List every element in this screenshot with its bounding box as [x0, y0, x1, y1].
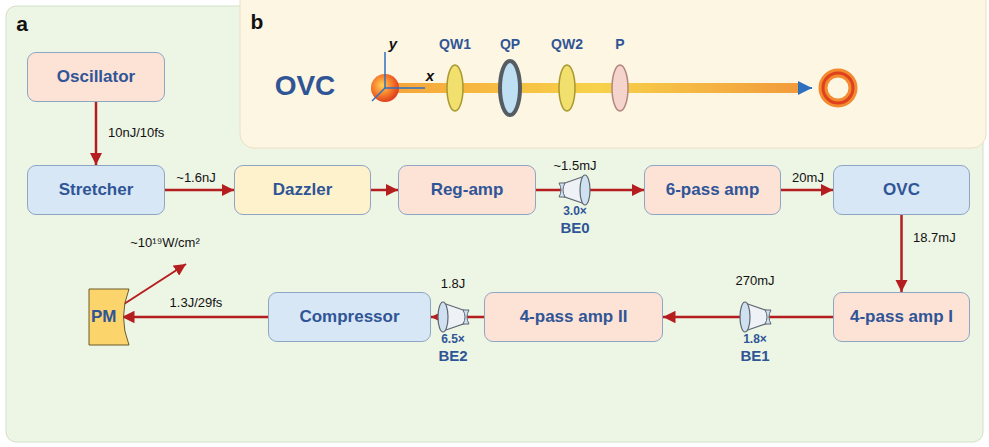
q-plate [500, 61, 520, 115]
panel-letter: a [16, 12, 28, 35]
process-box: Compressor [268, 292, 431, 342]
axis-name: x [426, 68, 434, 85]
node-label: Compressor [299, 307, 399, 327]
part-name: QW2 [551, 37, 583, 52]
magnification: 1.8× [743, 333, 767, 346]
concave-lens [463, 310, 469, 324]
process-box: Dazzler [234, 165, 371, 215]
energy-label: 1.8J [441, 277, 466, 291]
convex-lens [438, 302, 448, 332]
process-box: Stretcher [27, 165, 165, 215]
part-name: P [615, 37, 624, 52]
concave-lens [765, 310, 771, 324]
panel-letter: b [251, 10, 264, 33]
mirror-shape [89, 289, 129, 345]
convex-lens [740, 302, 750, 332]
part-name: BE0 [560, 220, 589, 237]
process-box: 4-pass amp II [484, 292, 663, 342]
beam-path-arrow [371, 189, 398, 192]
part-name: QP [500, 37, 520, 52]
panel-b-ground [240, 0, 986, 148]
energy-label: 20mJ [792, 171, 824, 185]
beam-path-arrow [95, 102, 98, 165]
energy-label: 18.7mJ [913, 231, 956, 245]
beam-path-arrow [122, 316, 268, 319]
magnification: 3.0× [563, 205, 587, 218]
beam-expander-icon [740, 302, 771, 332]
beam-path-arrow [900, 215, 903, 292]
energy-label: 10nJ/10fs [108, 126, 164, 140]
magnification: 6.5× [441, 333, 465, 346]
x-axis [385, 87, 425, 89]
node-label: PM [91, 307, 117, 327]
process-box: 4-pass amp I [833, 292, 970, 342]
beam-path-arrow [165, 189, 234, 192]
quarter-wave-plate [559, 65, 575, 111]
node-label: Dazzler [273, 180, 333, 200]
beam-expander-icon [438, 302, 469, 332]
ovc-optics [371, 52, 853, 115]
convex-lens [580, 175, 590, 205]
axis-name: y [389, 36, 397, 53]
beam-path-arrow [781, 189, 833, 192]
energy-label: ~1.5mJ [554, 159, 597, 173]
intensity-label: ~10¹⁹W/cm² [130, 236, 200, 250]
quarter-wave-plate [447, 65, 463, 111]
process-box: OVC [833, 165, 970, 215]
polarizer [612, 65, 628, 111]
part-name: QW1 [439, 37, 471, 52]
z-axis [372, 88, 385, 101]
process-box: Reg-amp [398, 165, 536, 215]
part-name: BE2 [438, 348, 467, 365]
process-box: 6-pass amp [644, 165, 781, 215]
node-label: 4-pass amp II [520, 307, 628, 327]
vortex-ring-core [823, 73, 853, 103]
panel-title: OVC [275, 71, 336, 102]
beam-arrow [802, 87, 812, 89]
node-label: Oscillator [57, 67, 135, 87]
node-label: Reg-amp [431, 180, 504, 200]
node-label: 4-pass amp I [850, 307, 953, 327]
vortex-ring [823, 73, 853, 103]
node-label: Stretcher [59, 180, 134, 200]
energy-label: ~1.6nJ [176, 171, 215, 185]
energy-label: 270mJ [735, 274, 774, 288]
node-label: OVC [883, 180, 920, 200]
process-box: Oscillator [27, 52, 165, 102]
part-name: BE1 [740, 348, 769, 365]
concave-lens [559, 183, 565, 197]
parabolic-mirror: PM [88, 288, 130, 346]
beam-expander-icon [559, 175, 590, 205]
node-label: 6-pass amp [666, 180, 760, 200]
energy-label: 1.3J/29fs [170, 296, 223, 310]
y-axis [384, 52, 386, 88]
